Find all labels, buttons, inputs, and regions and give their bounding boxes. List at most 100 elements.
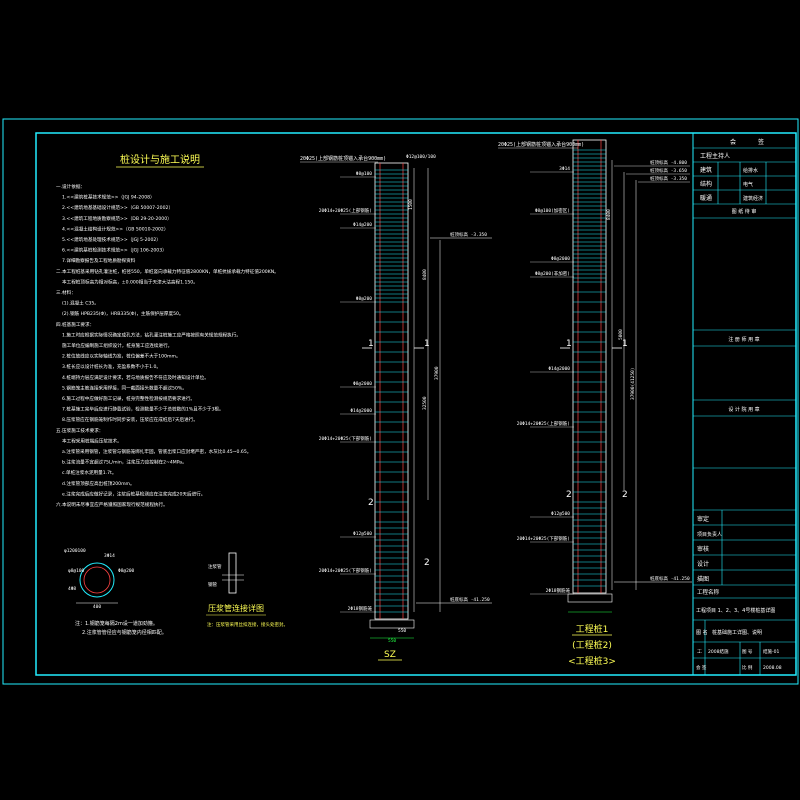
notes-line: 5.钢筋笼主筋连接采用焊接，同一截面接头数量不超过50%。 — [62, 384, 187, 391]
detail-title: 压浆管连接详图 — [208, 603, 264, 613]
notes-line: (1).混凝土 C35。 — [62, 300, 99, 307]
sz-bottom-dim-1: 550 — [398, 628, 406, 634]
gzz-elev-3: 桩顶标高 -3.350 — [650, 175, 687, 182]
sz-top-label: 20Φ25(上部钢筋桩顶锚入承台900mm) — [300, 155, 386, 162]
notes-title: 桩设计与施工说明 — [120, 153, 200, 166]
notes-line: e.注浆完成后应做好记录，注浆后桩基检测应在注浆完成20天后进行。 — [62, 490, 205, 497]
gzz-name-1: 工程桩1 — [576, 623, 609, 635]
gzz-name-3: <工程桩3> — [568, 655, 616, 667]
tb-row-a-4: 图 号 — [742, 649, 753, 655]
sz-bottom-dim-2: 550 — [388, 638, 396, 644]
notes-line: 2.桩位放线应以实际轴线为准，桩位偏差不大于100mm。 — [62, 353, 181, 360]
gzz-elev-bottom: 桩底标高 -41.250 — [650, 575, 690, 582]
tb-row-b-3: 比 例 — [742, 664, 753, 671]
sz-rebar-label: 20Φ14+20Φ25(下部钢筋) — [319, 567, 372, 574]
notes-line: 1.<<建筑桩基技术规范>>（JGJ 94-2008） — [62, 194, 155, 201]
sz-rebar-label: Φ8@2000 — [353, 381, 372, 387]
tb-drawing-name: 桩基础施工详图、说明 — [712, 629, 762, 636]
sz-name: SZ — [384, 650, 396, 660]
notes-line: 7.详细勘察报告及工程地质勘探资料 — [62, 257, 136, 264]
pile-sz-elevation: 20Φ25(上部钢筋桩顶锚入承台900mm) Φ12@100/100 Φ8@10… — [300, 154, 492, 661]
tb-row-a-1: 工 — [697, 649, 702, 655]
notes-line: 7.桩基施工完毕后应进行静载试验，检测数量不少于总桩数的1%且不少于3根。 — [62, 406, 224, 413]
tb-section-1: 图 纸 待 审 — [732, 208, 757, 215]
tb-sign-1: 审定 — [697, 515, 709, 523]
gzz-section-1b: 1 — [622, 339, 628, 349]
sz-rebar-label: 20Φ14+20Φ25(上部钢筋) — [319, 207, 372, 214]
gzz-dim-2: 5000 — [618, 329, 624, 340]
sz-labels: Φ8@100 20Φ14+20Φ25(上部钢筋) Φ14@200Φ8@200Φ8@2… — [319, 171, 376, 613]
notes-line: 本工程桩顶标高为相对标高，±0.000相当于天津大沽高程1.150。 — [62, 278, 198, 285]
gzz-rebar-label: Φ8@100(加密区) — [535, 207, 570, 214]
sz-rebar-label: 2Φ18钢筋笼 — [348, 605, 373, 612]
notes-line: (2).钢筋 HPB235(Φ)，HRB335(Φ)，主筋保护层厚度50。 — [62, 310, 184, 317]
notes-line: 3.桩长应以设计桩长为准，充盈系数不小于1.0。 — [62, 363, 161, 370]
notes-line: 本工程采用桩端后压浆技术。 — [62, 437, 122, 444]
notes-line: b.注浆流量不宜超过75L/min，注浆压力应控制在2~4MPa。 — [62, 459, 187, 466]
sz-dim-3: 37900 — [434, 366, 440, 380]
outer-sheet-border — [2, 118, 799, 685]
sz-dim-2: 8400 — [422, 269, 428, 280]
sz-section-1a: 1 — [368, 339, 374, 349]
notes-line: 1.施工时应根据实际情况确定成孔方法，钻孔灌注桩施工应严格按照有关规范规程执行。 — [62, 331, 241, 338]
gzz-elev-2: 桩顶标高 -3.650 — [650, 167, 687, 174]
gzz-dim-3: 37900(41250) — [630, 367, 636, 400]
notes-line: 六.本说明未尽事宜应严格遵照国家现行规范规程执行。 — [56, 501, 168, 508]
circle-dim: 400 — [93, 604, 101, 610]
sz-section-1b: 1 — [424, 339, 430, 349]
notes-line: 6.<<建筑基桩检测技术规范>>（JGJ 106-2003） — [62, 247, 167, 254]
tb-row-b-4: 日 期 — [708, 665, 719, 671]
circle-note-2: 2.注浆管管径应与钢筋笼内径相匹配。 — [82, 629, 167, 636]
tb-row3-a: 结构 — [700, 180, 712, 188]
tb-project-label: 工程名称 — [697, 588, 720, 596]
gzz-rebar-label: Φ12@500 — [551, 511, 570, 517]
sz-rebar-label: Φ14@200 — [353, 222, 372, 228]
tb-project-name: 工程项目 1、2、3、4号楼桩基详图 — [696, 607, 775, 614]
gzz-name-2: (工程桩2) — [572, 639, 612, 651]
tb-sign-3: 审核 — [697, 545, 709, 553]
gzz-rebar-label: 3Φ14 — [559, 166, 570, 172]
tb-row-a-5: 结施-01 — [763, 648, 779, 655]
gzz-labels: 3Φ14Φ8@100(加密区)Φ8@2000Φ8@200(非加密)Φ14@200… — [517, 166, 574, 595]
pile-cross-section: φ1200100 3Φ14 φ8@100 Φ8@200 4Φ8 400 注：1.… — [64, 548, 167, 636]
notes-line: d.注浆管顶部应高出桩顶200mm。 — [62, 480, 135, 487]
gzz-rebar-label: 2Φ18钢筋笼 — [546, 587, 571, 594]
sz-elev-top: 桩顶标高 -3.350 — [450, 231, 487, 238]
circle-label-4: Φ8@200 — [118, 568, 135, 574]
tb-drawing-label: 图 名 — [696, 629, 708, 636]
tb-row3-b: 电气 — [743, 181, 753, 188]
notes-line: 四.桩基施工要求： — [56, 321, 94, 328]
detail-label-1: 注浆管 — [208, 563, 222, 570]
sz-dim-4: 32500 — [422, 396, 428, 410]
gzz-section-2b: 2 — [622, 490, 628, 500]
detail-note: 注：压浆管采用丝扣连接，接头处密封。 — [207, 621, 288, 628]
sz-section-2b: 2 — [424, 558, 430, 568]
circle-label-5: 4Φ8 — [68, 586, 76, 592]
tb-row-b-5: 2008.08 — [763, 665, 782, 671]
circle-note-1: 注：1.钢筋笼每隔2m设一道加劲箍。 — [75, 620, 158, 627]
gzz-top-label: 20Φ25(上部钢筋桩顶锚入承台900mm) — [498, 141, 584, 148]
sz-rebar-label: Φ8@200 — [356, 296, 373, 302]
notes-line: 6.施工过程中应做好施工记录，桩身完整性检测按规范要求进行。 — [62, 395, 195, 402]
tb-sign-2: 项目负责人 — [697, 531, 722, 538]
sz-top-right-label: Φ12@100/100 — [406, 154, 436, 160]
tb-row0-b: 签 — [758, 138, 764, 146]
gzz-section-1a: 1 — [566, 339, 572, 349]
tb-row-a-2: 号 — [697, 649, 702, 655]
inner-sheet-border — [35, 132, 797, 676]
circle-label-2: 3Φ14 — [104, 553, 115, 559]
sz-rebar-label: Φ8@100 — [356, 171, 373, 177]
tb-row-a-3: 2008结施 — [708, 648, 729, 655]
tb-row4-b: 建筑经济 — [743, 195, 763, 202]
notes-line: 2.<<建筑地基基础设计规范>>（GB 50007-2002） — [62, 204, 173, 211]
sz-section-2a: 2 — [368, 498, 374, 508]
gzz-rebar-label: Φ8@200(非加密) — [535, 270, 570, 277]
tb-section-2: 注 册 师 用 章 — [728, 336, 759, 343]
detail-label-2: 钢管 — [208, 581, 217, 588]
sz-elev-bottom: 桩底标高 -41.250 — [450, 596, 490, 603]
notes-line: 4.<<混凝土结构设计规范>>（GB 50010-2002） — [62, 225, 168, 232]
tb-row2-b: 给排水 — [743, 167, 758, 174]
tb-row1-a: 工程主持人 — [700, 152, 730, 160]
